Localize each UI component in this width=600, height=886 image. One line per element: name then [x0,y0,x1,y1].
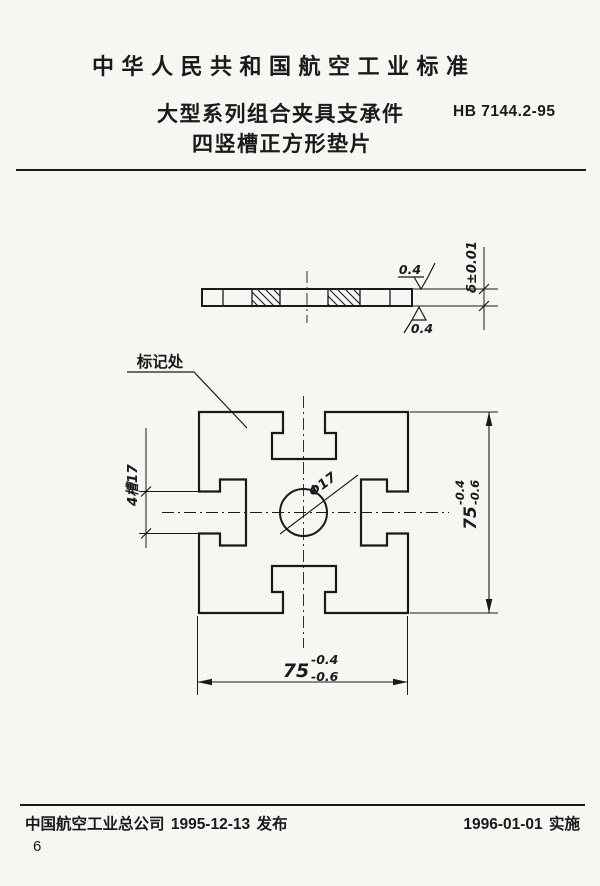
plan-view [127,371,498,695]
marking-label: 标记处 [136,352,184,371]
roughness-top-value: 0.4 [399,262,421,277]
part-outline [197,410,410,615]
width-dimension-text: 75 -0.4 -0.6 [283,652,339,684]
height-value: 75 [461,506,481,530]
hatch-area-right [328,289,360,306]
issue-word: 发布 [256,816,288,833]
width-arrow-right [393,678,408,686]
thickness-dimension-text: δ±0.01 [465,241,480,293]
hole-dimension-text: Φ17 [306,469,340,500]
height-extension-lines [410,411,498,614]
height-dimension-text: 75 -0.4 -0.6 [453,480,482,530]
width-lower-tolerance: -0.6 [311,669,339,684]
width-value: 75 [283,660,309,682]
slot-extension-lines [139,491,199,534]
section-division-lines [222,289,391,306]
standard-title: 中华人民共和国航空工业标准 [92,54,476,79]
marking-leader [127,371,248,429]
slot-dimension-ticks [140,486,152,539]
page-number: 6 [33,838,42,855]
footer-implement-statement: 1996-01-01 实施 [463,812,582,834]
standard-number: HB 7144.2-95 [453,103,556,120]
issue-date: 1995-12-13 [170,816,251,833]
footer-divider [20,804,585,806]
issuer: 中国航空工业总公司 [25,816,165,833]
thickness-dimension-ticks [478,283,490,312]
header-divider [16,169,586,171]
hole-diameter-leader [279,474,359,535]
height-arrow-bottom [485,599,493,613]
slot-dimension-text: 4槽17 [125,464,141,507]
roughness-bottom-value: 0.4 [411,321,433,336]
part-name-title: 四竖槽正方形垫片 [192,133,372,156]
roughness-symbol-bottom [403,305,428,334]
hatch-area-left [252,289,280,306]
footer-issue-statement: 中国航空工业总公司 1995-12-13 发布 [25,812,289,834]
implement-date: 1996-01-01 [463,816,543,833]
width-arrow-left [197,678,212,686]
section-view [201,247,498,334]
height-upper-tolerance: -0.4 [453,480,467,505]
width-extension-lines [197,616,408,695]
width-upper-tolerance: -0.4 [311,652,338,667]
height-arrow-top [485,412,493,426]
implement-word: 实施 [548,816,580,833]
part-series-title: 大型系列组合夹具支承件 [157,103,405,126]
thickness-extension-lines [413,288,498,307]
roughness-symbol-top [398,262,436,291]
height-lower-tolerance: -0.6 [468,480,482,505]
